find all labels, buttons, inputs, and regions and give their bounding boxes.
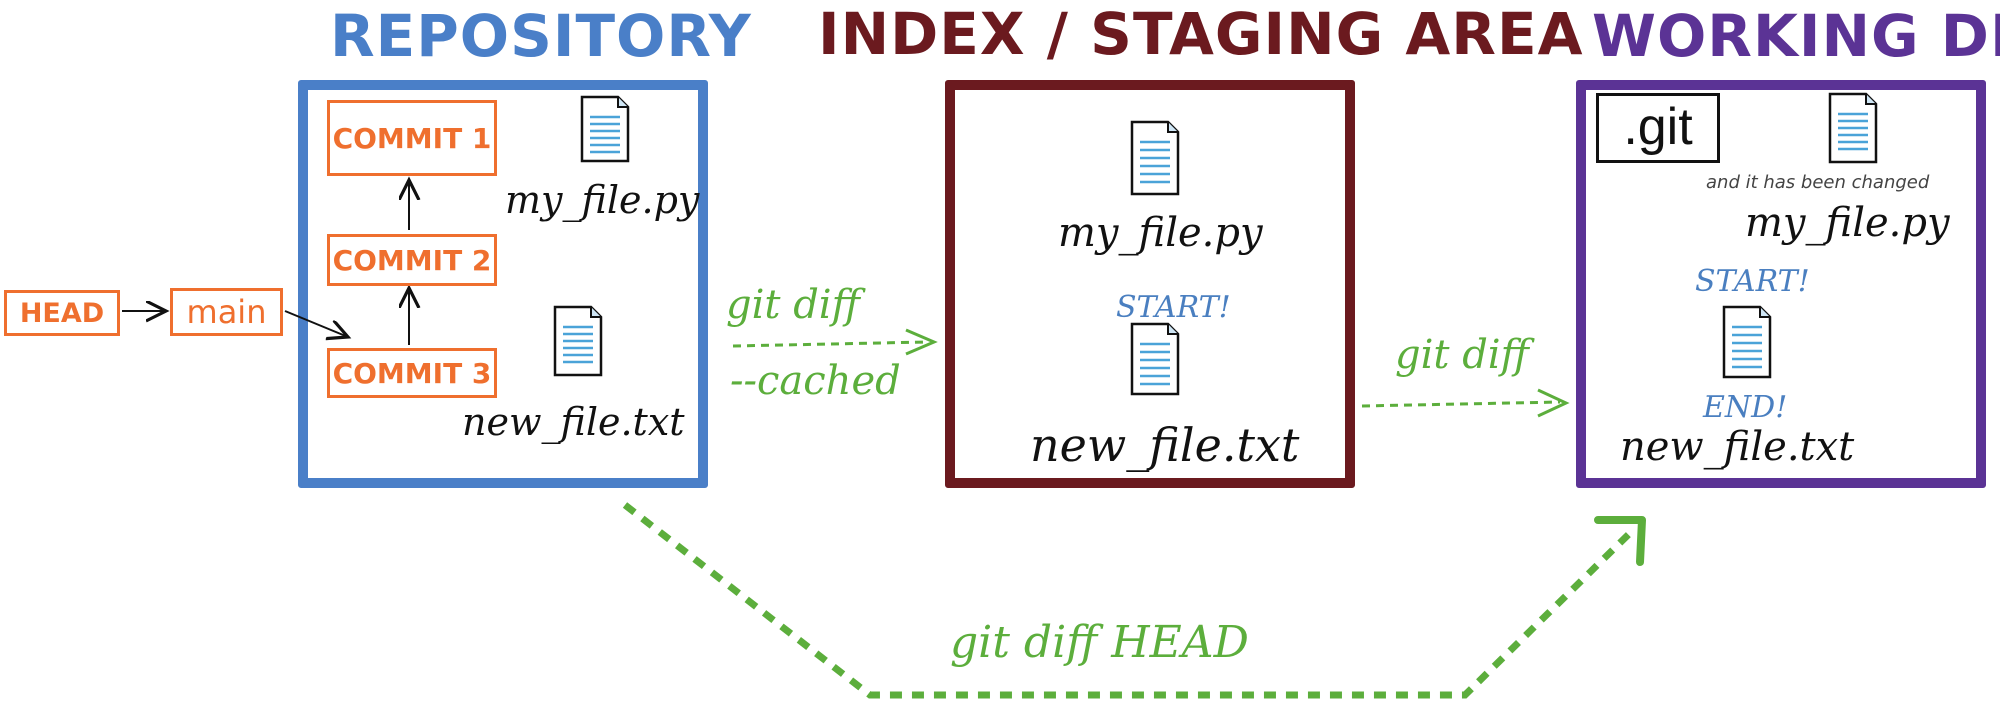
repository-title: REPOSITORY [330,2,752,70]
commit-1: COMMIT 1 [327,100,497,176]
git-diff-cached-label-line2: --cached [730,358,901,404]
file-icon [580,95,630,163]
commit-2: COMMIT 2 [327,234,497,286]
file-icon [553,305,603,377]
index-staging-title: INDEX / STAGING AREA [818,0,1584,68]
main-branch-ref: main [170,288,283,336]
file-icon [1722,305,1772,379]
repo-file-my-file-py: my_file.py [505,178,700,222]
git-diff-head-label: git diff HEAD [950,617,1249,668]
working-file-my-file-py: my_file.py [1745,200,1950,246]
commit-3: COMMIT 3 [327,348,497,398]
working-end-note: END! [1703,390,1788,425]
index-file-new-file-txt: new_file.txt [1030,418,1300,472]
file-icon [1828,92,1878,164]
file-icon [1130,120,1180,196]
git-diff-cached-label-line1: git diff [726,282,860,328]
index-start-note: START! [1116,290,1231,325]
index-file-my-file-py: my_file.py [1058,210,1263,256]
changed-note: and it has been changed [1706,172,1930,193]
head-ref: HEAD [4,290,120,336]
working-dir-box [1576,80,1986,488]
file-icon [1130,322,1180,396]
git-diff-label: git diff [1395,332,1529,378]
repo-file-new-file-txt: new_file.txt [462,400,685,444]
git-folder-label: .git [1596,93,1720,163]
working-start-note: START! [1695,264,1810,299]
repository-box [298,80,708,488]
index-box [945,80,1355,488]
working-dir-title: WORKING DIR [1592,2,2000,70]
working-file-new-file-txt: new_file.txt [1620,424,1855,470]
